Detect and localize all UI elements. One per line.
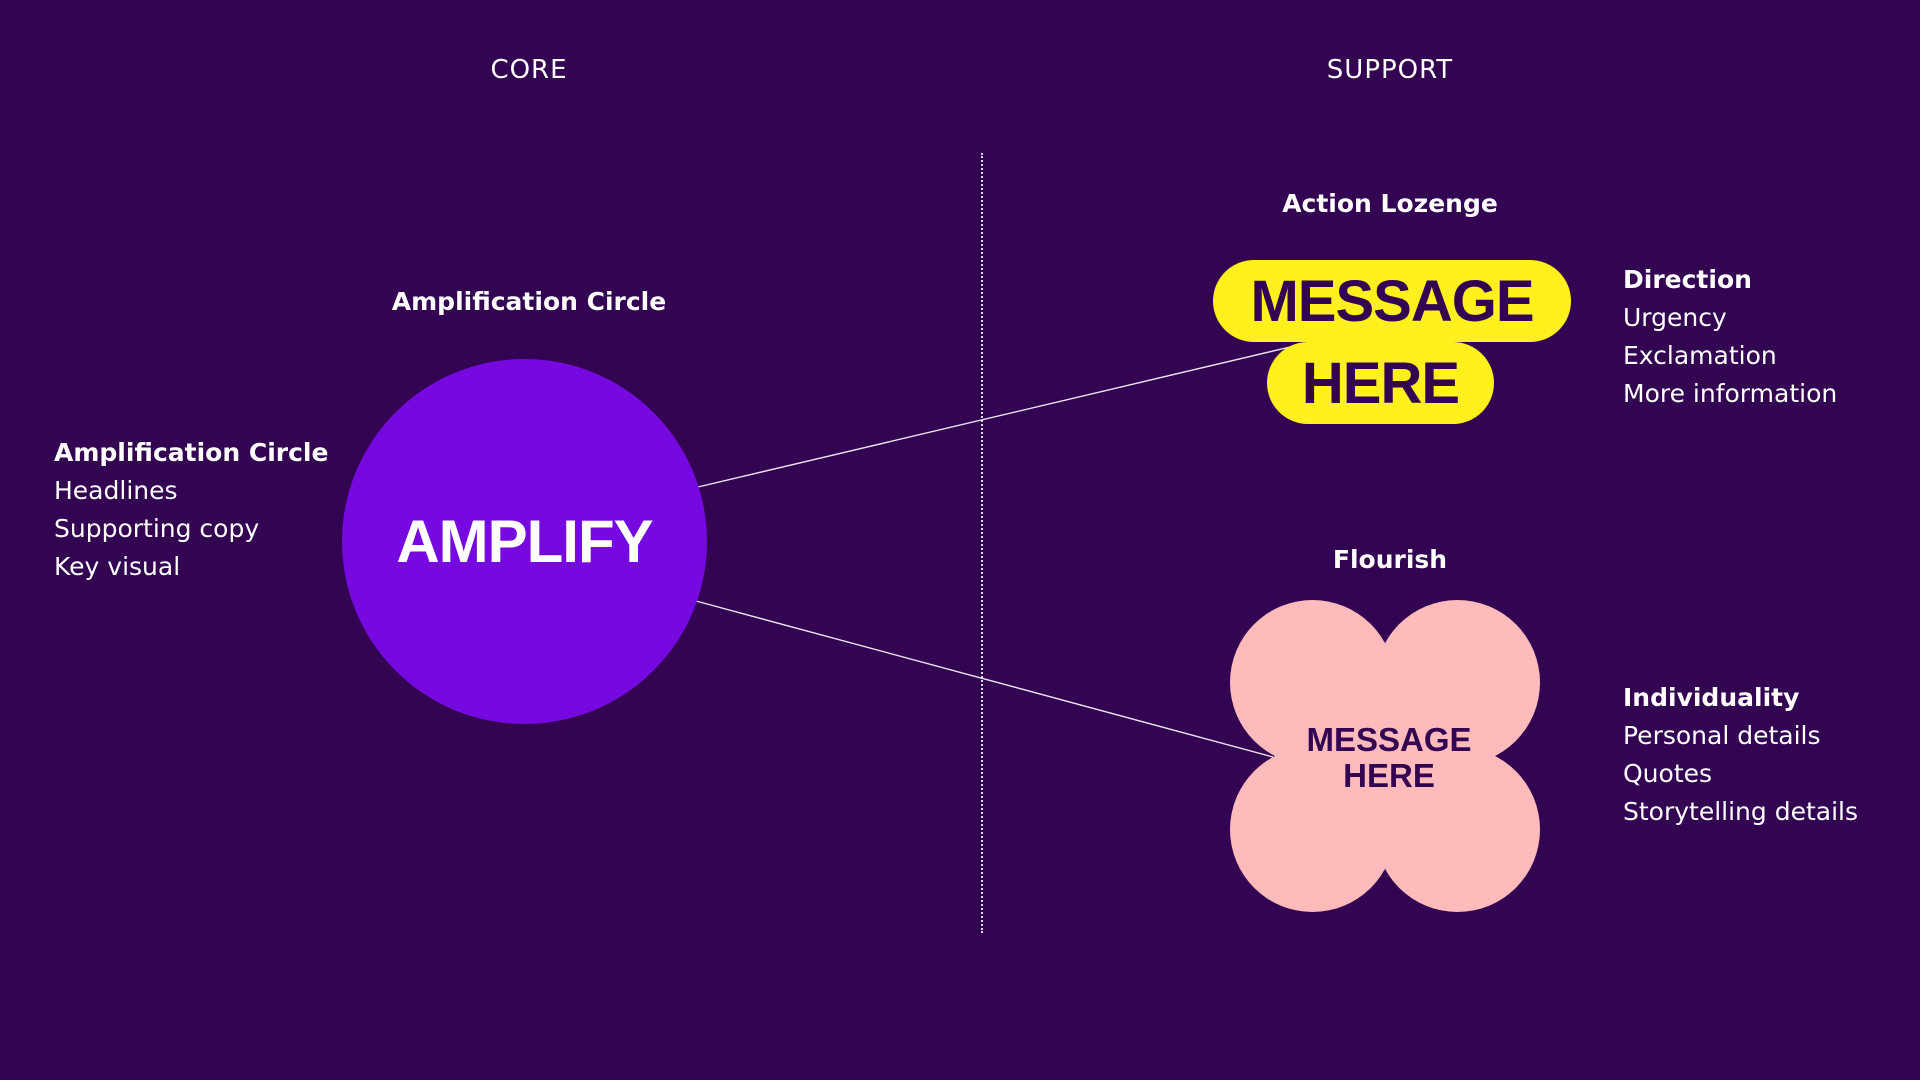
core-description-item: Supporting copy [54, 514, 260, 543]
support-column-header: SUPPORT [1326, 55, 1454, 85]
core-description-heading: Amplification Circle [54, 438, 329, 467]
action-lozenge-title: Action Lozenge [1282, 189, 1498, 218]
flourish-description-item: Quotes [1623, 759, 1713, 788]
action-lozenge-line-2-text: HERE [1301, 350, 1460, 416]
amplification-circle-title: Amplification Circle [391, 287, 667, 316]
core-description: Amplification Circle Headlines Supportin… [54, 434, 328, 586]
action-lozenge-line-1-text: MESSAGE [1250, 268, 1534, 334]
lozenge-description-item: More information [1623, 379, 1838, 408]
amplification-circle-text: AMPLIFY [396, 508, 653, 575]
flourish-shape [1230, 600, 1540, 912]
flourish-text-line-2: HERE [1343, 757, 1435, 794]
flourish-text-line-1: MESSAGE [1306, 721, 1472, 758]
lozenge-description-item: Urgency [1623, 303, 1727, 332]
flourish-center [1300, 670, 1470, 842]
flourish-description-heading: Individuality [1623, 683, 1800, 712]
amplification-circle: AMPLIFY [342, 359, 707, 724]
flourish-title: Flourish [1332, 545, 1448, 574]
flourish-description-item: Storytelling details [1623, 797, 1859, 826]
core-description-item: Headlines [54, 476, 178, 505]
flourish-description: Individuality Personal details Quotes St… [1623, 679, 1858, 831]
connector-to-flourish [695, 600, 1274, 758]
action-lozenge-line-1: MESSAGE [1213, 260, 1571, 342]
lozenge-description-item: Exclamation [1623, 341, 1777, 370]
lozenge-description-heading: Direction [1623, 265, 1752, 294]
action-lozenge-line-2: HERE [1267, 342, 1494, 424]
connector-to-lozenge [697, 346, 1291, 488]
lozenge-description: Direction Urgency Exclamation More infor… [1623, 261, 1837, 413]
core-column-header: CORE [490, 55, 568, 85]
flourish-description-item: Personal details [1623, 721, 1821, 750]
flourish-text: MESSAGE HERE [1216, 722, 1562, 794]
core-description-item: Key visual [54, 552, 181, 581]
column-divider [981, 153, 983, 933]
